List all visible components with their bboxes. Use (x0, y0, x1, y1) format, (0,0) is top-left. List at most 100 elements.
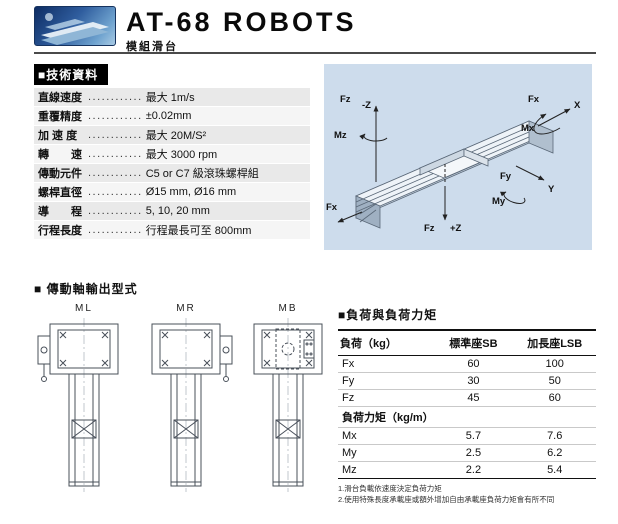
brand-logo (34, 6, 116, 46)
spec-value: 最大 1m/s (145, 92, 195, 104)
label-neg-z: -Z (362, 100, 371, 111)
label-pos-z: +Z (450, 223, 462, 234)
spec-value: 行程最長可至 800mm (145, 225, 252, 237)
load-table: 負荷（kg） 標準座SB 加長座LSB Fx 60 100 Fy 30 50 (338, 329, 596, 479)
row-sb-value: 2.2 (433, 461, 514, 479)
isometric-rail-illustration: Fz -Z Mz Fx X Mx Fy Y My Fx Fz +Z (326, 94, 581, 234)
label-fx-bottom: Fx (326, 202, 338, 213)
label-fz-bottom: Fz (424, 223, 435, 234)
label-fx-top: Fx (528, 94, 540, 105)
row-name: Mx (338, 427, 434, 445)
spec-dots: ............ (88, 224, 143, 236)
force-moment-diagram: Fz -Z Mz Fx X Mx Fy Y My Fx Fz +Z (324, 64, 592, 250)
spec-value: 最大 3000 rpm (145, 149, 218, 161)
spec-label: 導 程 (38, 206, 82, 218)
row-sb-value: 5.7 (433, 427, 514, 445)
title-block: AT-68 ROBOTS 模組滑台 (126, 6, 357, 54)
row-name: My (338, 444, 434, 462)
label-fz-top: Fz (340, 94, 351, 105)
spec-label: 重覆精度 (38, 111, 82, 123)
row-lsb-value: 50 (513, 372, 596, 390)
spec-value: C5 or C7 級滾珠螺桿組 (145, 168, 259, 180)
spec-value: Ø15 mm, Ø16 mm (145, 186, 237, 198)
row-lsb-value: 100 (513, 355, 596, 373)
spec-value: ±0.02mm (145, 110, 192, 122)
load-table-section: ■負荷與負荷力矩 負荷（kg） 標準座SB 加長座LSB Fx 60 100 (338, 280, 596, 506)
spec-dots: ............ (88, 129, 143, 141)
bottom-row: ■ 傳動軸輸出型式 ML (34, 280, 596, 506)
label-mx: Mx (521, 123, 535, 134)
drive-output-section: ■ 傳動軸輸出型式 ML (34, 280, 334, 506)
row-lsb-value: 5.4 (513, 461, 596, 479)
row-sb-value: 2.5 (433, 444, 514, 462)
label-fy: Fy (500, 171, 512, 182)
label-mz: Mz (334, 130, 347, 141)
row-name: Mz (338, 461, 434, 479)
spec-dots: ............ (88, 205, 143, 217)
spec-dots: ............ (88, 186, 143, 198)
spec-row: 重覆精度............±0.02mm (34, 107, 310, 126)
drawing-label-ml: ML (75, 303, 93, 314)
tech-specs-title: ■技術資料 (34, 64, 109, 85)
table-row: My 2.5 6.2 (338, 444, 596, 462)
spec-label: 傳動元件 (38, 168, 82, 180)
spec-row: 直線速度............最大 1m/s (34, 88, 310, 107)
note-2: 2.使用特殊長度承載座或額外增加自由承載座負荷力矩會有所不同 (338, 494, 555, 504)
mb-technical-drawing (253, 318, 323, 492)
spec-row: 轉 速............最大 3000 rpm (34, 145, 310, 164)
drawing-label-mr: MR (176, 303, 196, 314)
spec-value: 5, 10, 20 mm (145, 205, 210, 217)
table-header-row: 負荷（kg） 標準座SB 加長座LSB (338, 329, 596, 356)
table-row: Fy 30 50 (338, 372, 596, 390)
table-notes: 1.滑台負載依速度決定負荷力矩 2.使用特殊長度承載座或額外增加自由承載座負荷力… (338, 484, 596, 506)
spec-dots: ............ (88, 110, 143, 122)
table-row: Fz 45 60 (338, 389, 596, 407)
row-sb-value: 60 (433, 355, 514, 373)
label-x-axis: X (574, 100, 581, 111)
spec-label: 轉 速 (38, 149, 82, 161)
row-name: Fx (338, 355, 434, 373)
spec-label: 行程長度 (38, 225, 82, 237)
tech-specs-section: ■技術資料 直線速度............最大 1m/s 重覆精度......… (34, 64, 310, 250)
row-lsb-value: 60 (513, 389, 596, 407)
row-lsb-value: 7.6 (513, 427, 596, 445)
axis-arrows (337, 105, 571, 223)
spec-dots: ............ (88, 148, 143, 160)
table-subheader-row: 負荷力矩（kg/m） (338, 406, 596, 428)
drawing-mr: MR (138, 303, 234, 499)
page-subtitle: 模組滑台 (126, 41, 178, 54)
spec-value: 最大 20M/S² (145, 130, 207, 142)
rail-body (354, 120, 555, 229)
header: AT-68 ROBOTS 模組滑台 (34, 6, 596, 54)
page-title: AT-68 ROBOTS (126, 7, 357, 37)
row-name: Fy (338, 372, 434, 390)
drawing-ml: ML (36, 303, 132, 499)
drawing-label-mb: MB (278, 303, 298, 314)
spec-dots: ............ (88, 91, 143, 103)
spec-label: 螺桿直徑 (38, 187, 82, 199)
drawing-mb: MB (240, 303, 336, 499)
spec-row: 導 程............5, 10, 20 mm (34, 202, 310, 221)
row-lsb-value: 6.2 (513, 444, 596, 462)
col-header-lsb: 加長座LSB (513, 329, 596, 356)
spec-label: 直線速度 (38, 92, 82, 104)
ml-technical-drawing (37, 318, 119, 492)
spec-row: 行程長度............行程最長可至 800mm (34, 221, 310, 240)
col-header-load: 負荷（kg） (338, 329, 434, 356)
top-row: ■技術資料 直線速度............最大 1m/s 重覆精度......… (34, 64, 596, 250)
mr-technical-drawing (151, 318, 233, 492)
drive-output-title: ■ 傳動軸輸出型式 (34, 282, 138, 296)
label-y-axis: Y (548, 184, 555, 195)
drive-output-drawings: ML (36, 303, 334, 499)
table-row: Fx 60 100 (338, 355, 596, 373)
spec-dots: ............ (88, 167, 143, 179)
row-sb-value: 30 (433, 372, 514, 390)
spec-row: 加 速 度............最大 20M/S² (34, 126, 310, 145)
spec-row: 傳動元件............C5 or C7 級滾珠螺桿組 (34, 164, 310, 183)
label-my: My (492, 196, 506, 207)
tech-specs-list: 直線速度............最大 1m/s 重覆精度............… (34, 88, 310, 240)
spec-row: 螺桿直徑............Ø15 mm, Ø16 mm (34, 183, 310, 202)
diagram-labels: Fz -Z Mz Fx X Mx Fy Y My Fx Fz +Z (326, 94, 581, 234)
load-table-title: ■負荷與負荷力矩 (338, 308, 438, 322)
